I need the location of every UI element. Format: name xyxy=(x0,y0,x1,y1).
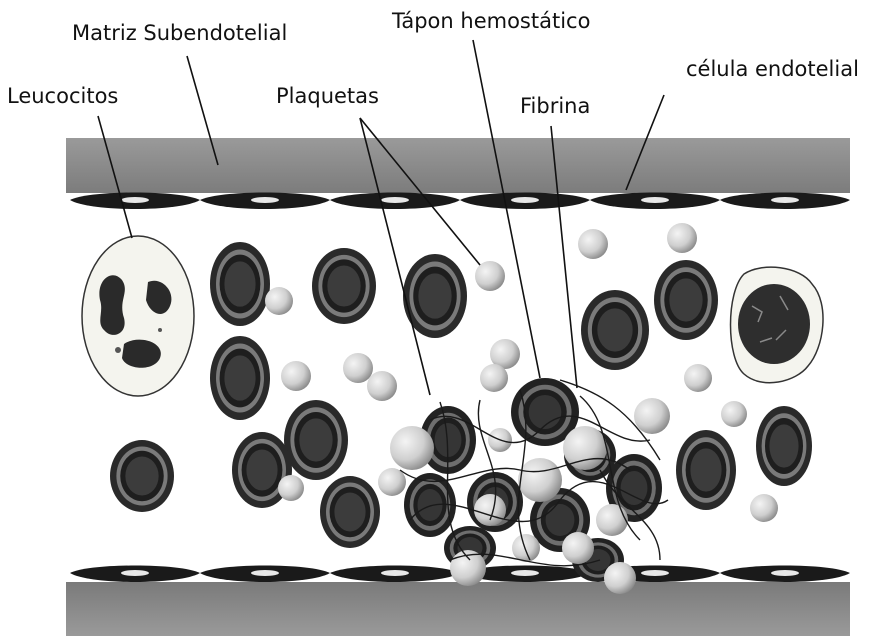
platelet-icon xyxy=(578,229,608,259)
red-blood-cell-icon xyxy=(284,400,348,480)
endothelial-cell-icon xyxy=(330,193,460,210)
label-leucocitos: Leucocitos xyxy=(7,84,118,108)
endothelial-cell-icon xyxy=(200,193,330,210)
label-plaquetas: Plaquetas xyxy=(276,84,379,108)
platelet-icon xyxy=(278,475,304,501)
platelet-icon xyxy=(634,398,670,434)
subendothelial-matrix-bottom xyxy=(66,582,850,636)
platelet-icon xyxy=(480,364,508,392)
label-fibrina: Fibrina xyxy=(520,94,590,118)
platelet-icon xyxy=(474,494,506,526)
red-blood-cell-icon xyxy=(581,290,649,370)
endothelial-cell-icon xyxy=(720,193,850,210)
red-blood-cell-icon xyxy=(676,430,736,510)
endothelial-cell-icon xyxy=(590,193,720,210)
endothelial-cell-icon xyxy=(70,566,200,583)
red-blood-cell-icon xyxy=(320,476,380,548)
endothelial-cell-icon xyxy=(70,193,200,210)
platelet-icon xyxy=(604,562,636,594)
platelet-icon xyxy=(367,371,397,401)
platelet-icon xyxy=(518,458,562,502)
platelet-icon xyxy=(378,468,406,496)
platelet-icon xyxy=(596,504,628,536)
monocyte-icon xyxy=(731,267,824,383)
red-blood-cell-icon xyxy=(756,406,812,486)
leukocyte-icon xyxy=(82,236,194,396)
red-blood-cell-icon xyxy=(654,260,718,340)
subendothelial-matrix-top xyxy=(66,138,850,193)
platelet-icon xyxy=(512,534,540,562)
endothelium-top xyxy=(70,193,850,210)
platelet-icon xyxy=(281,361,311,391)
platelet-icon xyxy=(750,494,778,522)
red-blood-cell-icon xyxy=(312,248,376,324)
endothelial-cell-icon xyxy=(720,566,850,583)
platelet-icon xyxy=(562,532,594,564)
red-blood-cell-icon xyxy=(210,336,270,420)
red-blood-cell-icon xyxy=(110,440,174,512)
platelet-icon xyxy=(265,287,293,315)
platelet-icon xyxy=(343,353,373,383)
label-celula-endotelial: célula endotelial xyxy=(686,57,859,81)
endothelial-cell-icon xyxy=(200,566,330,583)
red-blood-cell-icon xyxy=(210,242,270,326)
platelet-icon xyxy=(667,223,697,253)
platelet-icon xyxy=(475,261,505,291)
endothelial-cell-icon xyxy=(460,193,590,210)
label-matriz-subendotelial: Matriz Subendotelial xyxy=(72,21,287,45)
platelet-icon xyxy=(390,426,434,470)
red-blood-cell-group xyxy=(110,242,812,548)
platelet-icon xyxy=(721,401,747,427)
endothelial-cell-icon xyxy=(330,566,460,583)
platelet-icon xyxy=(684,364,712,392)
label-tapon-hemostatico: Tápon hemostático xyxy=(391,9,590,33)
